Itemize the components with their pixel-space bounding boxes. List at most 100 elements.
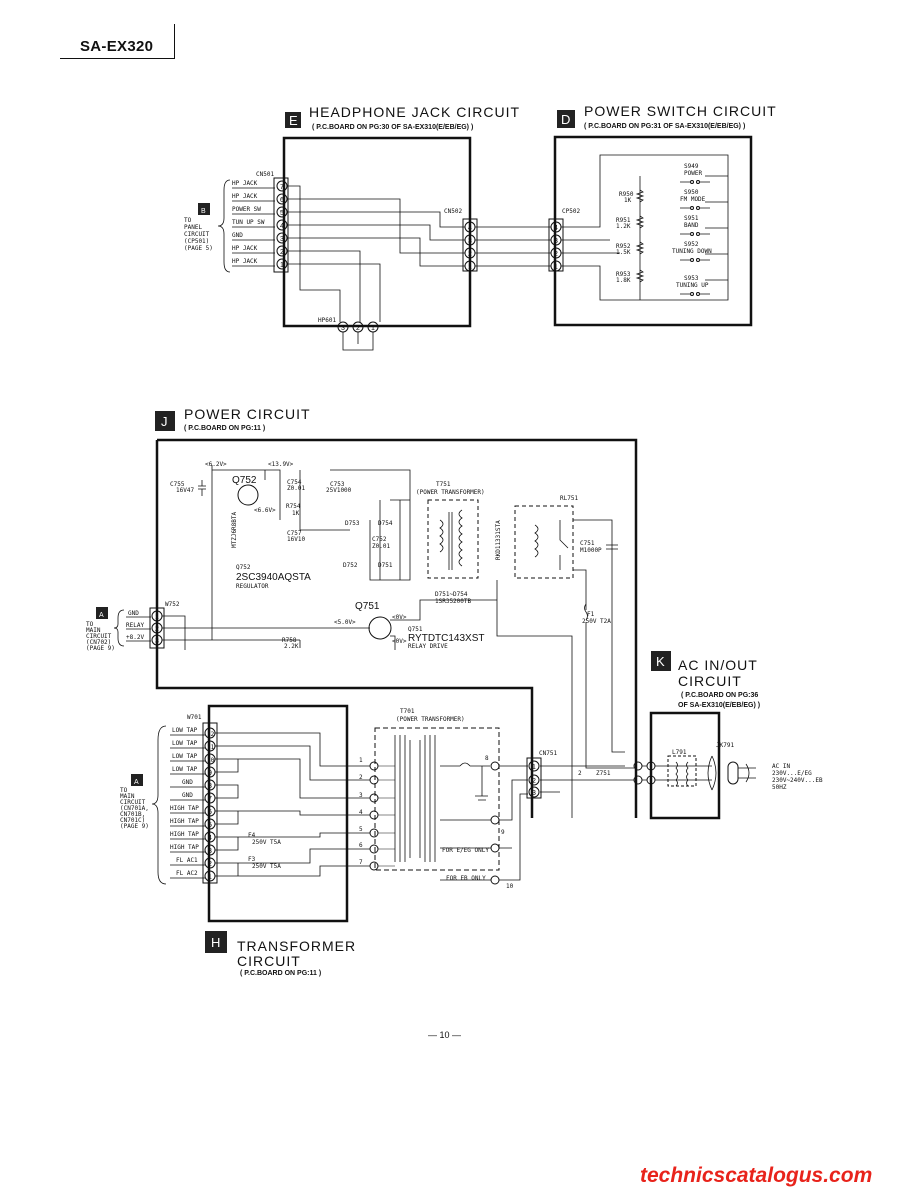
q751-ref: Q751	[408, 626, 423, 633]
switch-items: S949 POWER R950 1K S950 FM MODE R951 1.2…	[616, 163, 712, 296]
c757-val: 16V10	[287, 536, 305, 543]
pin-label: HP JACK	[232, 245, 258, 252]
c751-val: M1000P	[580, 547, 602, 554]
r754-val: 1K	[292, 510, 300, 517]
block-power-circuit: J POWER CIRCUIT ( P.C.BOARD ON PG:11 ) W…	[86, 406, 638, 818]
f3-val: 250V T5A	[252, 863, 281, 870]
w701-connector	[202, 722, 218, 884]
ac-voltage-e: 230V...E/EG	[772, 770, 812, 777]
power-title: POWER CIRCUIT	[184, 406, 311, 422]
dset-part: 1SR35200TB	[435, 598, 472, 605]
pin-label: LOW TAP	[172, 727, 198, 734]
q751-label: Q751	[355, 601, 380, 612]
badge-h	[205, 931, 227, 953]
pin-label: GND	[232, 232, 243, 239]
cn501-pin: 3	[280, 236, 284, 243]
w701-pin: 12	[207, 731, 215, 738]
d755-label: RKD11331STA	[495, 520, 502, 560]
w752-pin: 2	[155, 626, 159, 633]
w701-pin: 3	[208, 848, 212, 855]
cn751-connector	[526, 757, 542, 799]
w701-pin: 1	[208, 874, 212, 881]
w701-pin: 7	[208, 796, 212, 803]
cn501-pin: 2	[280, 249, 284, 256]
pin-label: HIGH TAP	[170, 844, 199, 851]
t701-desc: (POWER TRANSFORMER)	[396, 716, 465, 723]
cn501-pin: 7	[280, 184, 284, 191]
cn502-pin: 1	[468, 264, 472, 271]
badge-k-letter: K	[656, 654, 665, 669]
hp601-pin: 2	[356, 325, 360, 332]
pin-label: TUN UP SW	[232, 219, 265, 226]
t701-transformer	[374, 727, 500, 871]
w701-label: W701	[187, 714, 202, 721]
headphone-subtitle: ( P.C.BOARD ON PG:30 OF SA-EX310(E/EB/EG…	[312, 124, 473, 131]
f3-ref: F3	[248, 856, 256, 863]
cn502-pin: 4	[468, 225, 472, 232]
s952-ref: S952	[684, 241, 699, 248]
cn502-pin: 3	[468, 238, 472, 245]
d754-ref: D754	[378, 520, 393, 527]
cn751-pin: 2	[532, 778, 536, 785]
watermark: technicscatalogus.com	[640, 1164, 873, 1187]
ac-plug	[727, 761, 739, 785]
c755-ref: C755	[170, 481, 185, 488]
cp502-pin: 3	[554, 238, 558, 245]
to-main-line: (PAGE 9)	[86, 645, 115, 652]
w701-pin: 10	[207, 757, 215, 764]
hp601-pin: 1	[371, 325, 375, 332]
w701-pin: 2	[208, 861, 212, 868]
c752-ref: C752	[372, 536, 387, 543]
badge-b	[198, 203, 210, 215]
volt-label: <13.9V>	[268, 461, 294, 468]
cn501-label: CN501	[256, 171, 274, 178]
s953-ref: S953	[684, 275, 699, 282]
w701-pin: 11	[207, 744, 215, 751]
pin-label: GND	[182, 779, 193, 786]
q752-ref: Q752	[236, 564, 251, 571]
r951-ref: R951	[616, 217, 631, 224]
to-main-line: TO	[120, 787, 128, 794]
pin-label: FL AC2	[176, 870, 198, 877]
node-8: 8	[485, 755, 489, 762]
ac-voltage-eb: 230V~240V...EB	[772, 777, 823, 784]
dset-ref: D751~D754	[435, 591, 468, 598]
q752-label: Q752	[232, 475, 257, 486]
s949-ref: S949	[684, 163, 699, 170]
to-main-line: TO	[86, 621, 94, 628]
r758-val: 2.2K	[284, 643, 299, 650]
tap-number: 5	[359, 826, 363, 833]
s949-name: POWER	[684, 170, 702, 177]
f4-ref: F4	[248, 832, 256, 839]
c757-ref: C757	[287, 530, 302, 537]
node-9: 9	[501, 829, 505, 836]
q752-transistor	[237, 484, 259, 506]
w701-pin: 4	[208, 835, 212, 842]
switch-subtitle: ( P.C.BOARD ON PG:31 OF SA-EX310(E/EB/EG…	[584, 123, 745, 130]
w701-pin-labels: LOW TAP LOW TAP LOW TAP LOW TAP GND GND …	[170, 727, 199, 877]
pin-label: LOW TAP	[172, 766, 198, 773]
block-power-switch: D POWER SWITCH CIRCUIT ( P.C.BOARD ON PG…	[475, 103, 776, 327]
w752-pin-label: GND	[128, 610, 139, 617]
to-panel-line: TO	[184, 217, 192, 224]
cn501-pin: 4	[280, 223, 284, 230]
t751-transformer	[427, 499, 479, 579]
headphone-board	[282, 136, 472, 328]
hp601-label: HP601	[318, 317, 336, 324]
volt-label: <0V>	[392, 638, 407, 645]
to-main-line: MAIN	[120, 793, 135, 800]
volt-label: <6.2V>	[205, 461, 227, 468]
ac-board	[649, 711, 721, 820]
volt-label: <0V>	[392, 614, 407, 621]
r951-val: 1.2K	[616, 223, 631, 230]
q752-part: 2SC3940AQSTA	[236, 572, 311, 583]
r754-ref: R754	[286, 503, 301, 510]
cn502-pin: 2	[468, 251, 472, 258]
tap-number: 6	[359, 842, 363, 849]
s950-name: FM MODE	[680, 196, 706, 203]
badge-h-letter: H	[211, 935, 220, 950]
q751-transistor	[368, 616, 392, 640]
cn751-pin: 3	[532, 790, 536, 797]
badge-a	[96, 607, 108, 619]
pin-label: GND	[182, 792, 193, 799]
